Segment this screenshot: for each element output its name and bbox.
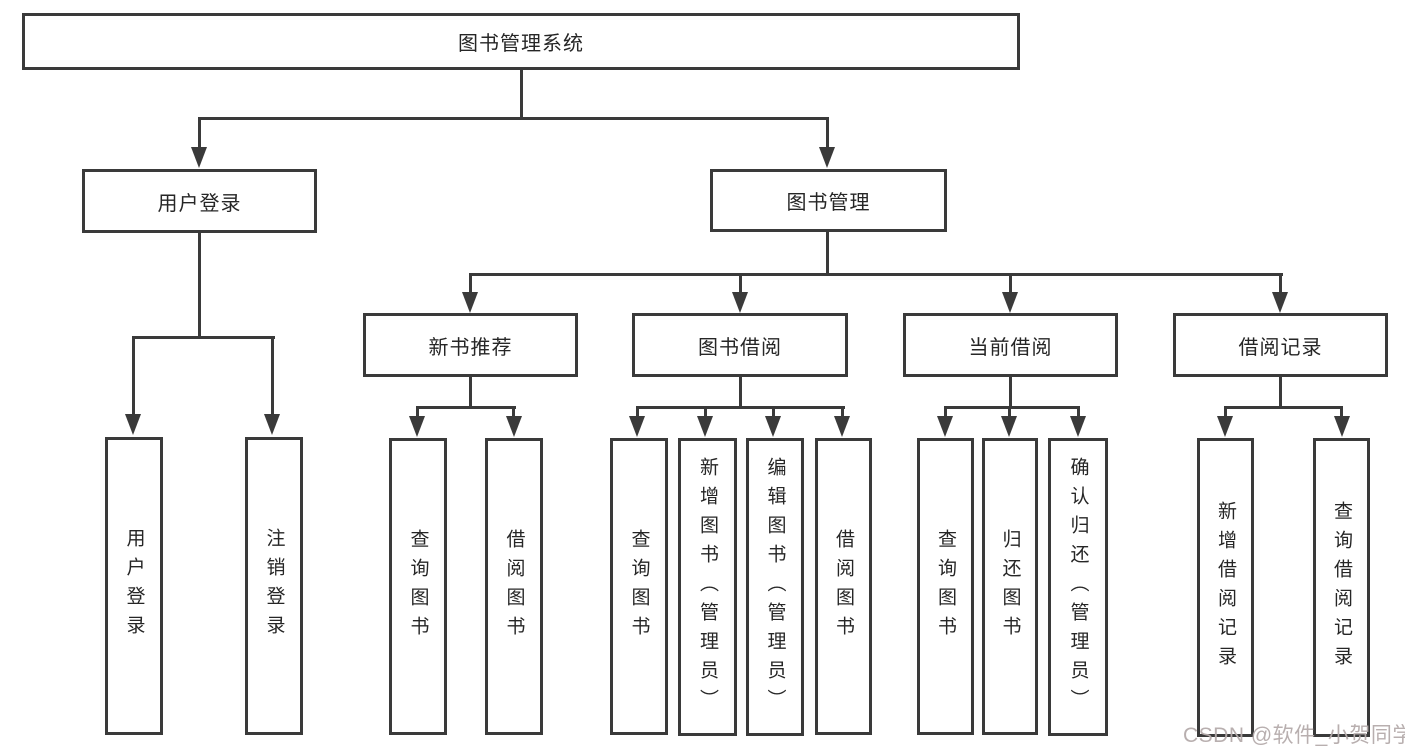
connector-line-vertical bbox=[469, 273, 472, 293]
leaf-label-borrow-books-2: 借阅图书 bbox=[833, 528, 854, 645]
connector-line-vertical bbox=[772, 406, 775, 418]
node-box-current-borrowing: 当前借阅 bbox=[903, 313, 1118, 377]
connector-arrowhead bbox=[937, 416, 953, 437]
connector-line-horizontal bbox=[469, 273, 1283, 276]
connector-line-vertical bbox=[944, 406, 947, 418]
node-label-user-login: 用户登录 bbox=[157, 192, 242, 215]
connector-line-vertical bbox=[1340, 406, 1343, 418]
connector-line-vertical bbox=[841, 406, 844, 418]
connector-arrowhead bbox=[191, 147, 207, 168]
leaf-label-query-borrow-record: 查询借阅记录 bbox=[1331, 500, 1352, 675]
leaf-box-edit-books-admin: 编辑图书（管理员） bbox=[746, 438, 804, 736]
connector-line-horizontal bbox=[944, 406, 1080, 409]
connector-line-vertical bbox=[416, 406, 419, 418]
connector-arrowhead bbox=[1272, 292, 1288, 313]
leaf-box-query-books-3: 查询图书 bbox=[917, 438, 974, 735]
connector-line-vertical bbox=[1279, 273, 1282, 293]
leaf-box-return-books: 归还图书 bbox=[982, 438, 1038, 735]
connector-arrowhead bbox=[765, 416, 781, 437]
leaf-box-add-books-admin: 新增图书（管理员） bbox=[678, 438, 737, 736]
connector-arrowhead bbox=[819, 147, 835, 168]
connector-arrowhead bbox=[1070, 416, 1086, 437]
connector-line-horizontal bbox=[1224, 406, 1343, 409]
leaf-label-query-books-3: 查询图书 bbox=[935, 528, 956, 645]
connector-line-vertical bbox=[1077, 406, 1080, 418]
leaf-label-return-books: 归还图书 bbox=[999, 528, 1021, 645]
leaf-label-confirm-return-admin: 确认归还（管理员） bbox=[1067, 456, 1089, 718]
leaf-box-borrow-books-1: 借阅图书 bbox=[485, 438, 543, 735]
leaf-box-query-borrow-record: 查询借阅记录 bbox=[1313, 438, 1370, 737]
leaf-label-user-login: 用户登录 bbox=[123, 528, 145, 644]
node-box-borrow-records: 借阅记录 bbox=[1173, 313, 1388, 377]
leaf-box-query-books-1: 查询图书 bbox=[389, 438, 447, 735]
connector-line-horizontal bbox=[636, 406, 845, 409]
connector-line-vertical bbox=[826, 117, 829, 149]
connector-line-horizontal bbox=[132, 336, 275, 339]
leaf-box-user-login: 用户登录 bbox=[105, 437, 163, 735]
connector-line-horizontal bbox=[198, 117, 829, 120]
connector-line-vertical bbox=[826, 232, 829, 275]
connector-line-vertical bbox=[739, 273, 742, 293]
connector-line-vertical bbox=[520, 70, 523, 118]
leaf-label-add-borrow-record: 新增借阅记录 bbox=[1215, 500, 1236, 675]
connector-line-horizontal bbox=[416, 406, 516, 409]
leaf-label-logout: 注销登录 bbox=[263, 528, 285, 644]
connector-arrowhead bbox=[1217, 416, 1233, 437]
connector-arrowhead bbox=[732, 292, 748, 313]
watermark: CSDN @软件_小贺同学 bbox=[1183, 724, 1405, 747]
node-label-book-management: 图书管理 bbox=[786, 192, 871, 214]
leaf-label-add-books-admin: 新增图书（管理员） bbox=[697, 456, 718, 718]
connector-line-vertical bbox=[132, 336, 135, 416]
connector-arrowhead bbox=[506, 416, 522, 437]
node-box-new-book-recommend: 新书推荐 bbox=[363, 313, 578, 377]
leaf-box-query-books-2: 查询图书 bbox=[610, 438, 668, 735]
connector-arrowhead bbox=[1334, 416, 1350, 437]
node-label-borrow-records: 借阅记录 bbox=[1238, 336, 1323, 359]
leaf-box-logout: 注销登录 bbox=[245, 437, 303, 735]
node-label-new-book-recommend: 新书推荐 bbox=[428, 336, 513, 359]
connector-line-vertical bbox=[1009, 377, 1012, 408]
node-label-book-borrowing: 图书借阅 bbox=[698, 336, 782, 359]
node-label-root: 图书管理系统 bbox=[458, 33, 584, 55]
node-label-current-borrowing: 当前借阅 bbox=[968, 336, 1053, 359]
connector-line-vertical bbox=[198, 117, 201, 149]
node-box-book-borrowing: 图书借阅 bbox=[632, 313, 848, 377]
connector-line-vertical bbox=[271, 336, 274, 416]
connector-line-vertical bbox=[469, 377, 472, 408]
leaf-label-query-books-1: 查询图书 bbox=[407, 528, 429, 645]
leaf-box-borrow-books-2: 借阅图书 bbox=[815, 438, 872, 735]
connector-line-vertical bbox=[1008, 406, 1011, 418]
connector-line-vertical bbox=[636, 406, 639, 418]
node-box-user-login: 用户登录 bbox=[82, 169, 317, 233]
connector-arrowhead bbox=[1001, 416, 1017, 437]
connector-arrowhead bbox=[1002, 292, 1018, 313]
leaf-box-add-borrow-record: 新增借阅记录 bbox=[1197, 438, 1254, 737]
connector-arrowhead bbox=[629, 416, 645, 437]
connector-line-vertical bbox=[1279, 377, 1282, 408]
connector-arrowhead bbox=[264, 414, 280, 435]
node-box-library-management-system: 图书管理系统 bbox=[22, 13, 1020, 70]
leaf-label-edit-books-admin: 编辑图书（管理员） bbox=[764, 456, 786, 718]
connector-line-vertical bbox=[1224, 406, 1227, 418]
connector-line-vertical bbox=[1009, 273, 1012, 293]
connector-arrowhead bbox=[462, 292, 478, 313]
connector-arrowhead bbox=[125, 414, 141, 435]
connector-line-vertical bbox=[512, 406, 515, 418]
node-box-book-management: 图书管理 bbox=[710, 169, 947, 232]
connector-line-vertical bbox=[704, 406, 707, 418]
leaf-label-borrow-books-1: 借阅图书 bbox=[503, 528, 525, 645]
leaf-label-query-books-2: 查询图书 bbox=[628, 528, 650, 645]
connector-arrowhead bbox=[834, 416, 850, 437]
connector-line-vertical bbox=[739, 377, 742, 408]
leaf-box-confirm-return-admin: 确认归还（管理员） bbox=[1048, 438, 1108, 736]
connector-arrowhead bbox=[409, 416, 425, 437]
connector-line-vertical bbox=[198, 232, 201, 338]
connector-arrowhead bbox=[697, 416, 713, 437]
